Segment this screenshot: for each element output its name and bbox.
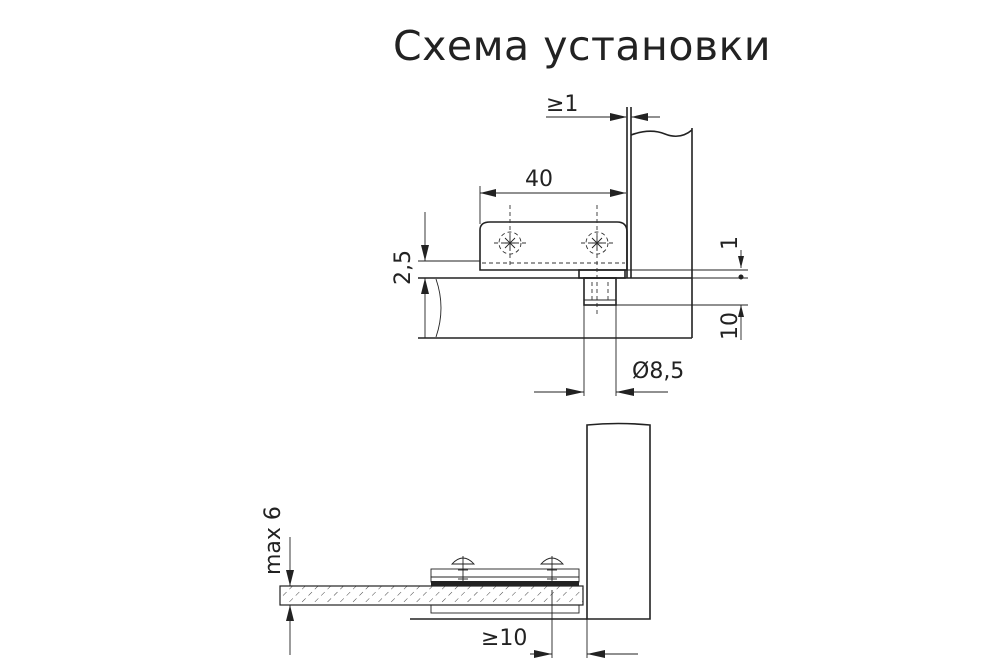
diameter-label: Ø8,5: [632, 359, 684, 384]
gap-label: ≥1: [546, 92, 578, 117]
depth-dimension: 10: [616, 304, 748, 340]
thickness-dimension: max 6: [261, 506, 300, 655]
diameter-dimension: Ø8,5: [534, 305, 684, 396]
depth-label: 10: [718, 312, 743, 340]
screw-icon: [450, 556, 476, 582]
bolt: [583, 277, 617, 306]
bottom-view: max 6 ≥10: [261, 422, 651, 658]
thickness-label: max 6: [261, 506, 286, 575]
screw-icon: [539, 556, 565, 582]
gap-dimension: ≥1: [546, 92, 660, 121]
hinge-body: [479, 205, 628, 315]
edge-label: ≥10: [481, 626, 527, 651]
screw-icon: [581, 205, 614, 315]
length-dimension: 40: [479, 167, 626, 224]
offset-label: 2,5: [391, 250, 416, 285]
length-label: 40: [525, 167, 553, 192]
offset-dimension: 2,5: [391, 212, 480, 338]
edge-dimension: ≥10: [481, 590, 638, 658]
glass-shelf: [279, 585, 584, 606]
top-view: ≥1 40: [391, 92, 748, 396]
diagram-title: Схема установки: [393, 22, 771, 70]
one-dimension: 1: [627, 236, 748, 280]
clamp: [430, 556, 580, 614]
screw-icon: [494, 205, 527, 268]
one-label: 1: [718, 236, 743, 250]
wall-panel: [410, 422, 651, 620]
door-panel: [626, 107, 693, 338]
shelf: [418, 277, 692, 339]
